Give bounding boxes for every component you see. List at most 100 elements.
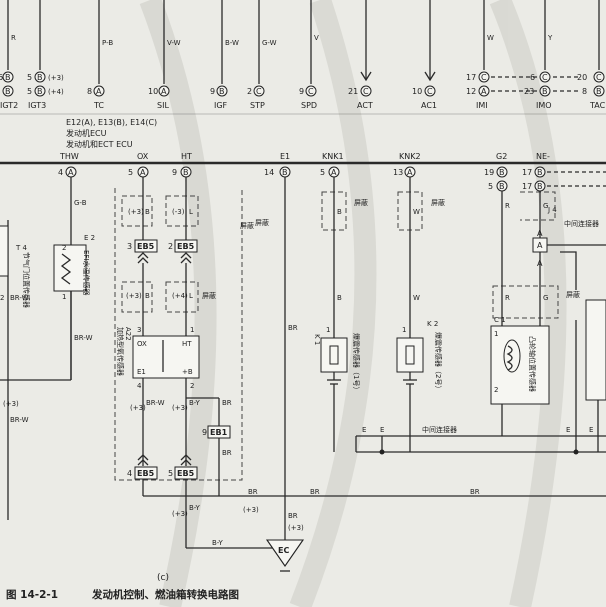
pin-label-tc: TC [93, 101, 104, 110]
k2-name: 爆震传感器（2号） [434, 332, 443, 392]
pin-num-igt2: 6 [0, 73, 3, 82]
svg-text:L: L [189, 208, 193, 216]
bottom-pin-row: THW 4 A OX 5 A HT 9 B E1 14 B KNK1 5 A K… [58, 152, 606, 192]
o2-sensor-a22 [132, 335, 200, 379]
svg-text:B-Y: B-Y [189, 504, 200, 512]
wire-color-imi: W [487, 34, 494, 42]
svg-text:A: A [96, 87, 102, 96]
svg-text:3: 3 [137, 326, 141, 334]
e2-id: E 2 [84, 234, 95, 242]
svg-text:(+3): (+3) [288, 524, 304, 532]
svg-text:1: 1 [402, 326, 406, 334]
knock-sensor-2: W W 1 K 2 爆震传感器（2号） [396, 177, 443, 392]
a22-id: A22 [124, 327, 132, 341]
svg-text:A: A [537, 241, 543, 250]
svg-text:1: 1 [326, 326, 330, 334]
svg-text:B: B [219, 87, 225, 96]
pin-label-knk1: KNK1 [322, 152, 344, 161]
wire-color-igt2: R [11, 34, 16, 42]
svg-text:9: 9 [299, 87, 304, 96]
svg-text:B: B [499, 168, 505, 177]
svg-text:A: A [537, 229, 543, 238]
svg-text:C: C [427, 87, 433, 96]
e1-ground-circuit: BR BR (+3) EC [265, 177, 305, 572]
svg-text:BR: BR [248, 488, 258, 496]
svg-text:3: 3 [127, 242, 132, 251]
svg-text:C: C [596, 73, 602, 82]
svg-text:BR: BR [470, 488, 480, 496]
svg-text:20: 20 [577, 73, 587, 82]
svg-text:9: 9 [202, 428, 207, 437]
svg-text:5: 5 [27, 73, 32, 82]
svg-text:R: R [505, 294, 510, 302]
svg-text:2: 2 [494, 386, 498, 394]
ecu-name-2: 发动机和ECT ECU [66, 139, 133, 149]
svg-text:屏蔽: 屏蔽 [255, 218, 269, 227]
svg-text:BR-W: BR-W [10, 294, 29, 302]
pin-label-ox: OX [137, 152, 149, 161]
pin-label-ht: HT [181, 152, 192, 161]
svg-text:2: 2 [0, 294, 4, 302]
svg-text:17: 17 [522, 182, 532, 191]
svg-text:B: B [145, 208, 150, 216]
svg-text:2: 2 [168, 242, 173, 251]
pin-label-sil: SIL [157, 101, 169, 110]
ecu-title: E12(A), E13(B), E14(C) 发动机ECU 发动机和ECT EC… [66, 118, 157, 149]
pin-label-ne: NE- [536, 152, 550, 161]
svg-text:17: 17 [522, 168, 532, 177]
pin-label-act: ACT [357, 101, 373, 110]
svg-text:EB5: EB5 [177, 469, 195, 478]
knock-sensor-1: B B 1 K 1 爆震传感器（1号） [313, 177, 361, 393]
svg-text:C: C [363, 87, 369, 96]
svg-text:A: A [140, 168, 146, 177]
svg-text:屏蔽: 屏蔽 [431, 198, 445, 207]
pin-label-g2: G2 [496, 152, 507, 161]
svg-text:5: 5 [488, 182, 493, 191]
pin-label-knk2: KNK2 [399, 152, 421, 161]
svg-text:B: B [5, 87, 11, 96]
c1-name: 凸轮轴位置传感器 [528, 336, 537, 392]
cam-sensor-circuit: R R G J 4 中间连接器 A A A G C 1 1 2 凸轮轴位置传感器 [490, 191, 606, 436]
svg-text:2: 2 [62, 244, 66, 252]
svg-text:BR: BR [288, 324, 298, 332]
wire-color-stp: G-W [262, 39, 277, 47]
svg-text:1: 1 [494, 330, 498, 338]
svg-text:G: G [543, 202, 548, 210]
e2-name: EFI水温传感器 [82, 250, 91, 296]
svg-text:5: 5 [168, 469, 173, 478]
svg-text:B: B [537, 168, 543, 177]
svg-text:B: B [537, 182, 543, 191]
t4-id: T 4 [15, 244, 28, 252]
svg-text:10: 10 [148, 87, 158, 96]
shield-label-1: 屏蔽 [240, 221, 254, 230]
svg-text:E: E [362, 426, 366, 434]
svg-text:EB5: EB5 [177, 242, 195, 251]
svg-text:2: 2 [247, 87, 252, 96]
ground-ec-symbol [265, 539, 305, 567]
svg-text:B: B [337, 294, 342, 302]
svg-text:B: B [183, 168, 189, 177]
connector-eb5-c [134, 466, 158, 480]
svg-text:2: 2 [190, 382, 194, 390]
svg-text:OX: OX [137, 340, 147, 348]
svg-text:14: 14 [264, 168, 274, 177]
pin-label-tac: TAC [589, 101, 606, 110]
svg-text:BR: BR [288, 512, 298, 520]
ecu-refs: E12(A), E13(B), E14(C) [66, 118, 157, 127]
svg-text:10: 10 [412, 87, 422, 96]
svg-text:9: 9 [172, 168, 177, 177]
shield-lines: 屏蔽 屏蔽 屏蔽 屏蔽 屏蔽 屏蔽 [114, 188, 580, 481]
caption-part: (c) [157, 573, 169, 583]
svg-text:B: B [596, 87, 602, 96]
svg-text:B-Y: B-Y [212, 539, 223, 547]
watermark-curves [139, 0, 567, 607]
j4-id: J 4 [547, 206, 557, 214]
top-pin-row: 6 B B IGT2 5 B (+3) 5 B (+4) IGT3 8 A TC… [0, 71, 606, 110]
water-temp-sensor [53, 244, 87, 292]
water-temp-sensor-circuit: G-B 2 1 E 2 EFI水温传感器 BR-W 2 BR-W BR-W (+… [0, 177, 95, 520]
k1-id: K 1 [313, 334, 321, 345]
pin-label-imo: IMO [536, 101, 552, 110]
svg-text:B: B [37, 87, 43, 96]
wire-color-imo: Y [547, 34, 553, 42]
